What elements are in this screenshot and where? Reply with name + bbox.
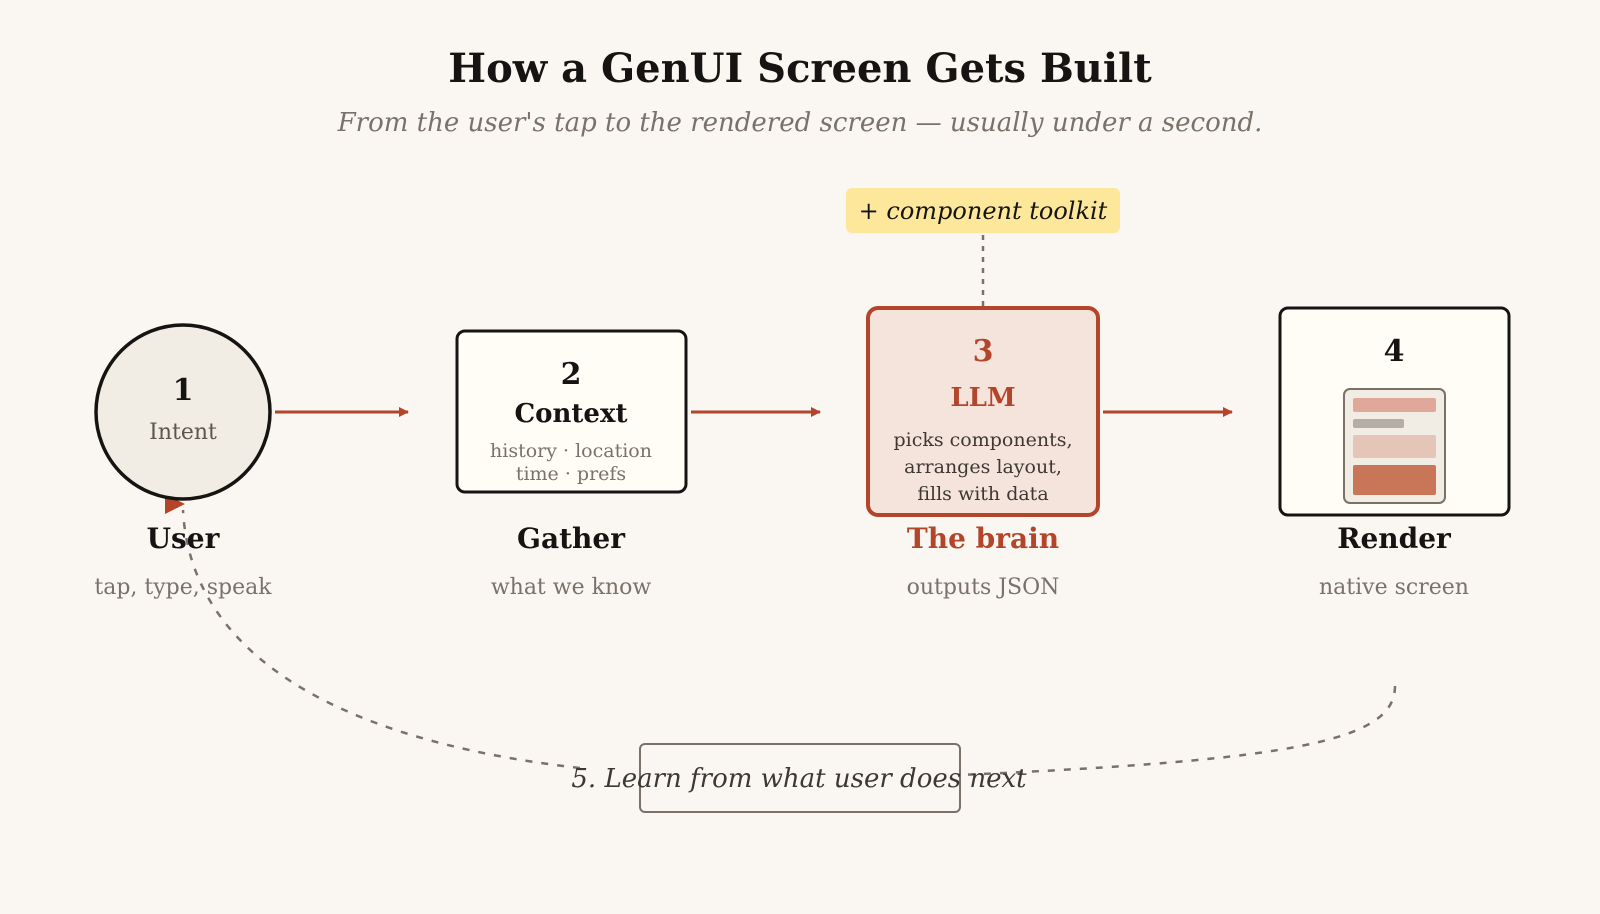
feedback-loop-path-left	[181, 509, 581, 770]
step-4-number: 4	[1384, 334, 1405, 369]
toolkit-note-text: + component toolkit	[859, 197, 1108, 225]
phone-screen-icon	[1343, 388, 1446, 504]
step-3-role: The brain	[907, 522, 1059, 555]
step-2-detail-line: history · location	[490, 440, 652, 462]
step-1-node: 1 Intent	[94, 323, 272, 501]
diagram-title: How a GenUI Screen Gets Built	[448, 45, 1152, 92]
context-box	[455, 329, 688, 494]
step-3-detail-line: arranges layout,	[904, 456, 1062, 478]
feedback-loop-box	[639, 743, 961, 813]
step-2-detail-line: time · prefs	[516, 463, 626, 485]
step-1-role: User	[147, 522, 221, 555]
step-2-number: 2	[561, 357, 582, 392]
step-1-label: Intent	[149, 420, 217, 445]
feedback-loop-path-right	[959, 685, 1397, 777]
feedback-loop-label: 5. Learn from what user does next	[571, 764, 1027, 794]
step-4-role: Render	[1337, 522, 1452, 555]
step-2-role: Gather	[517, 522, 626, 555]
step-3-node: 3 LLM picks components, arranges layout,…	[866, 306, 1100, 517]
step-4-node: 4	[1278, 306, 1511, 517]
llm-box	[866, 306, 1100, 517]
step-1-description: tap, type, speak	[94, 575, 272, 600]
step-2-node: 2 Context history · location time · pref…	[455, 329, 688, 494]
step-2-description: what we know	[491, 575, 652, 600]
step-4-description: native screen	[1319, 575, 1469, 600]
step-3-label: LLM	[950, 383, 1015, 413]
step-3-number: 3	[973, 334, 994, 369]
step-3-description: outputs JSON	[907, 575, 1060, 600]
step-1-number: 1	[173, 373, 194, 408]
step-3-detail-line: picks components,	[893, 429, 1072, 451]
diagram-subtitle: From the user's tap to the rendered scre…	[337, 108, 1263, 138]
intent-circle	[94, 323, 272, 501]
step-3-detail-line: fills with data	[917, 483, 1048, 505]
step-2-label: Context	[514, 399, 627, 429]
toolkit-note-box	[846, 188, 1120, 233]
